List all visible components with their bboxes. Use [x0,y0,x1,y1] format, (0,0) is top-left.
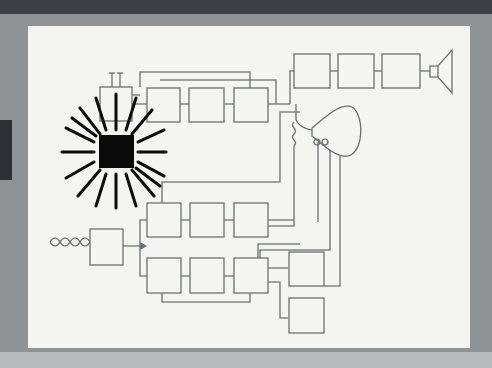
left-dark-edge [0,120,12,180]
bottom-strip [0,352,492,368]
integrated-circuit-chip-icon [99,135,134,168]
top-dark-strip [0,0,492,14]
diagram-page [28,26,470,348]
